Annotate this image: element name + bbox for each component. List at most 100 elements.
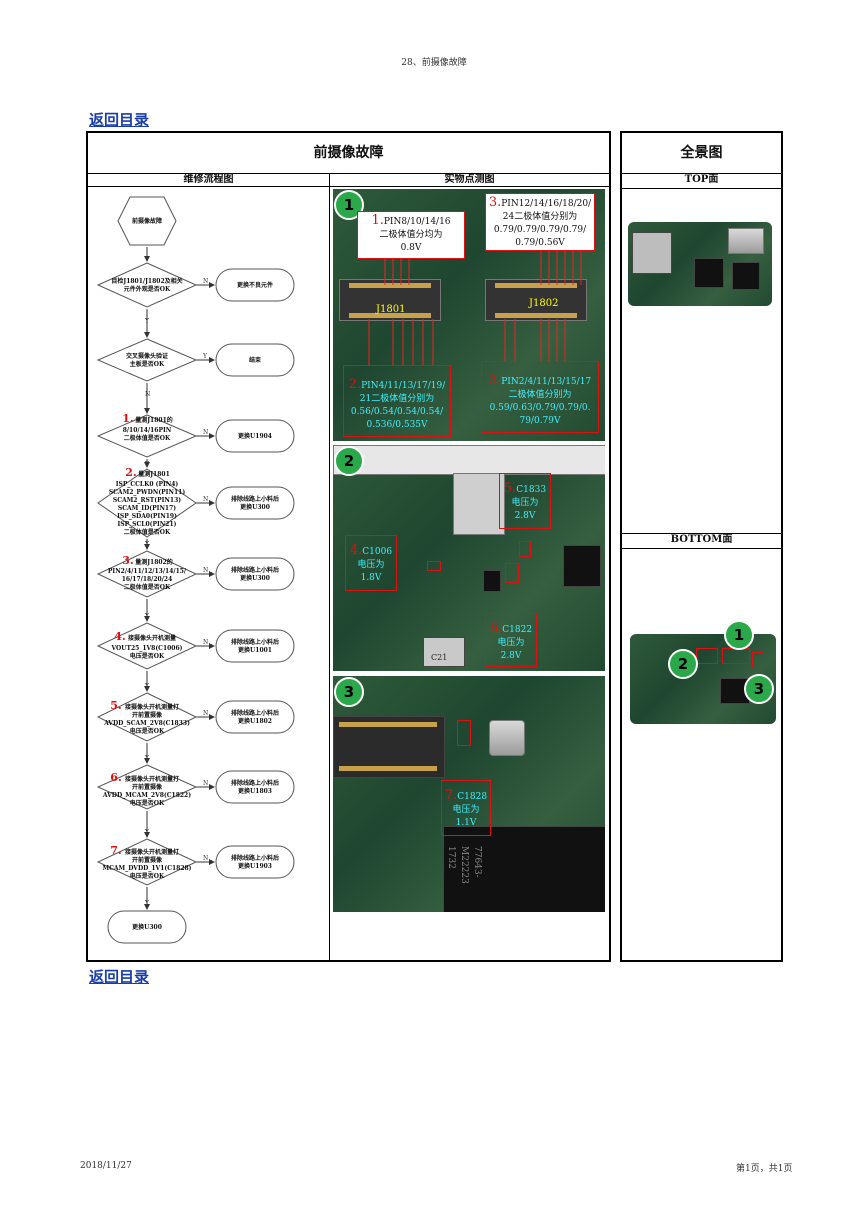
flow-text: 元件外观是否OK xyxy=(124,285,171,293)
result-replace-u1903 xyxy=(215,845,295,879)
column-divider xyxy=(329,187,330,960)
note-3-bottom: 3.PIN2/4/11/13/15/17 二极体值分别为 0.59/0.63/0… xyxy=(481,361,599,433)
note-text: PIN4/11/13/17/19/ xyxy=(361,381,446,391)
flow-text: 量测J1801的 xyxy=(135,416,173,424)
flow-text: ISP_CCLK0 (PIN4) xyxy=(116,481,179,488)
pin-lead-lines xyxy=(368,251,582,365)
overview-badge-3: 3 xyxy=(744,674,774,704)
flow-text: ISP_SCL0(PIN21) xyxy=(118,521,177,528)
note-number: 3. xyxy=(488,373,502,388)
flow-text: 排除线路上小料后 xyxy=(231,638,279,646)
overview-title: 全景图 xyxy=(680,145,723,161)
result-replace-u1001 xyxy=(215,629,295,663)
flow-text: 量测J1801 xyxy=(138,470,170,478)
c1822-marker xyxy=(505,563,519,583)
flow-text: 电压是否OK xyxy=(130,799,165,807)
note-text: 1.8V xyxy=(360,573,382,583)
note-text: PIN12/14/16/18/20/ xyxy=(501,199,592,209)
flow-text: 更换U1802 xyxy=(238,717,272,725)
flow-text: 开前置摄像 xyxy=(132,711,163,719)
flow-text: 更换U300 xyxy=(240,574,270,582)
flow-text: 排除线路上小料后 xyxy=(231,854,279,862)
note-1: 1.PIN8/10/14/16 二极体值分均为 0.8V xyxy=(357,211,465,259)
top-shield xyxy=(728,228,764,254)
area-marker-3 xyxy=(752,652,764,668)
flow-text: 8/10/14/16PIN xyxy=(123,427,172,434)
yes-label: Y xyxy=(144,829,150,836)
top-ic xyxy=(732,262,760,290)
flow-text: 排除线路上小料后 xyxy=(231,566,279,574)
shield-edge xyxy=(333,445,605,475)
yes-label: Y xyxy=(202,353,208,360)
ic xyxy=(483,570,501,592)
yes-label: Y xyxy=(144,541,150,548)
note-text: PIN2/4/11/13/15/17 xyxy=(501,377,592,387)
back-to-contents-link-bottom[interactable]: 返回目录 xyxy=(89,968,150,986)
pin-row xyxy=(495,283,577,288)
start-node xyxy=(117,196,177,246)
ic xyxy=(563,545,601,587)
back-to-contents-link-top[interactable]: 返回目录 xyxy=(89,111,150,129)
photo-2-capacitors: 2 C21 5.C1833 电压为 2.8V 4.C1006 电压为 1.8V … xyxy=(333,445,605,671)
pin-row xyxy=(349,283,431,288)
note-text: 79/0.79V xyxy=(519,416,561,426)
flow-text: 更换不良元件 xyxy=(237,281,273,289)
flow-text: 更换U1803 xyxy=(238,787,272,795)
note-text: 0.536/0.535V xyxy=(366,420,428,430)
no-label: N xyxy=(203,429,208,436)
no-label: N xyxy=(203,496,208,503)
result-replace-u300-a xyxy=(215,486,295,520)
note-text: 1.1V xyxy=(455,818,477,828)
flow-text: 电压是否OK xyxy=(130,727,165,735)
crystal xyxy=(423,637,465,667)
note-5: 5.C1833 电压为 2.8V xyxy=(499,473,551,529)
no-label: N xyxy=(145,391,150,398)
flow-text: 交叉摄像头验证 xyxy=(126,352,168,360)
flow-text: 开前置摄像 xyxy=(132,783,163,791)
decision-measure-j1802 xyxy=(96,550,198,598)
step-number: 6. xyxy=(110,771,121,784)
area-marker-2 xyxy=(696,648,718,664)
note-text: 电压为 xyxy=(452,805,480,815)
decision-vout25 xyxy=(96,622,198,670)
flow-text: 更换U1001 xyxy=(238,646,272,654)
end-replace-u300 xyxy=(107,910,187,944)
flow-header: 维修流程图 xyxy=(88,173,330,187)
note-number: 3. xyxy=(488,195,502,210)
note-text: C1006 xyxy=(362,547,393,557)
decision-avdd-scam xyxy=(96,692,198,742)
flow-text: 开前置摄像 xyxy=(132,856,163,864)
note-text: 0.79/0.79/0.79/0.79/ xyxy=(493,225,587,235)
yes-label: Y xyxy=(144,900,150,907)
flow-text: AVDD_SCAM_2V8(C1833) xyxy=(103,720,190,727)
bottom-side-label: BOTTOM面 xyxy=(622,533,781,549)
note-text: C1828 xyxy=(457,792,488,802)
note-text: 21二极体值分别为 xyxy=(359,394,435,404)
yes-label: Y xyxy=(144,318,150,325)
j1801-label: J1801 xyxy=(376,304,406,315)
note-text: 0.56/0.54/0.54/0.54/ xyxy=(350,407,444,417)
flow-text: 16/17/18/20/24 xyxy=(122,576,173,583)
pin-row xyxy=(495,313,577,318)
note-text: 0.59/0.63/0.79/0.79/0. xyxy=(489,403,591,413)
soc-text: 77643- xyxy=(472,846,482,878)
no-label: N xyxy=(203,710,208,717)
page-header: 28、前摄像故障 xyxy=(401,58,467,68)
note-text: C1822 xyxy=(502,625,533,635)
no-label: N xyxy=(203,780,208,787)
note-2: 2.PIN4/11/13/17/19/ 21二极体值分别为 0.56/0.54/… xyxy=(343,365,451,437)
decision-avdd-mcam xyxy=(96,764,198,810)
soc-marking: 77643- M22223 1732 xyxy=(444,846,483,884)
yes-label: Y xyxy=(144,461,150,468)
j1802-label: J1802 xyxy=(529,298,559,309)
repair-flowchart: N Y N N N N N N N Y N Y Y Y Y Y Y Y xyxy=(96,196,295,944)
no-label: N xyxy=(203,639,208,646)
note-number: 4. xyxy=(349,543,363,558)
flow-text: 二极体值是否OK xyxy=(124,434,171,442)
note-number: 6. xyxy=(489,621,503,636)
flow-text: 接摄像头开机测量打 xyxy=(124,703,179,711)
note-text: C1833 xyxy=(516,485,547,495)
decision-mcam-dvdd xyxy=(96,838,198,886)
flow-text: 电压是否OK xyxy=(130,652,165,660)
flow-text: 排除线路上小料后 xyxy=(231,495,279,503)
